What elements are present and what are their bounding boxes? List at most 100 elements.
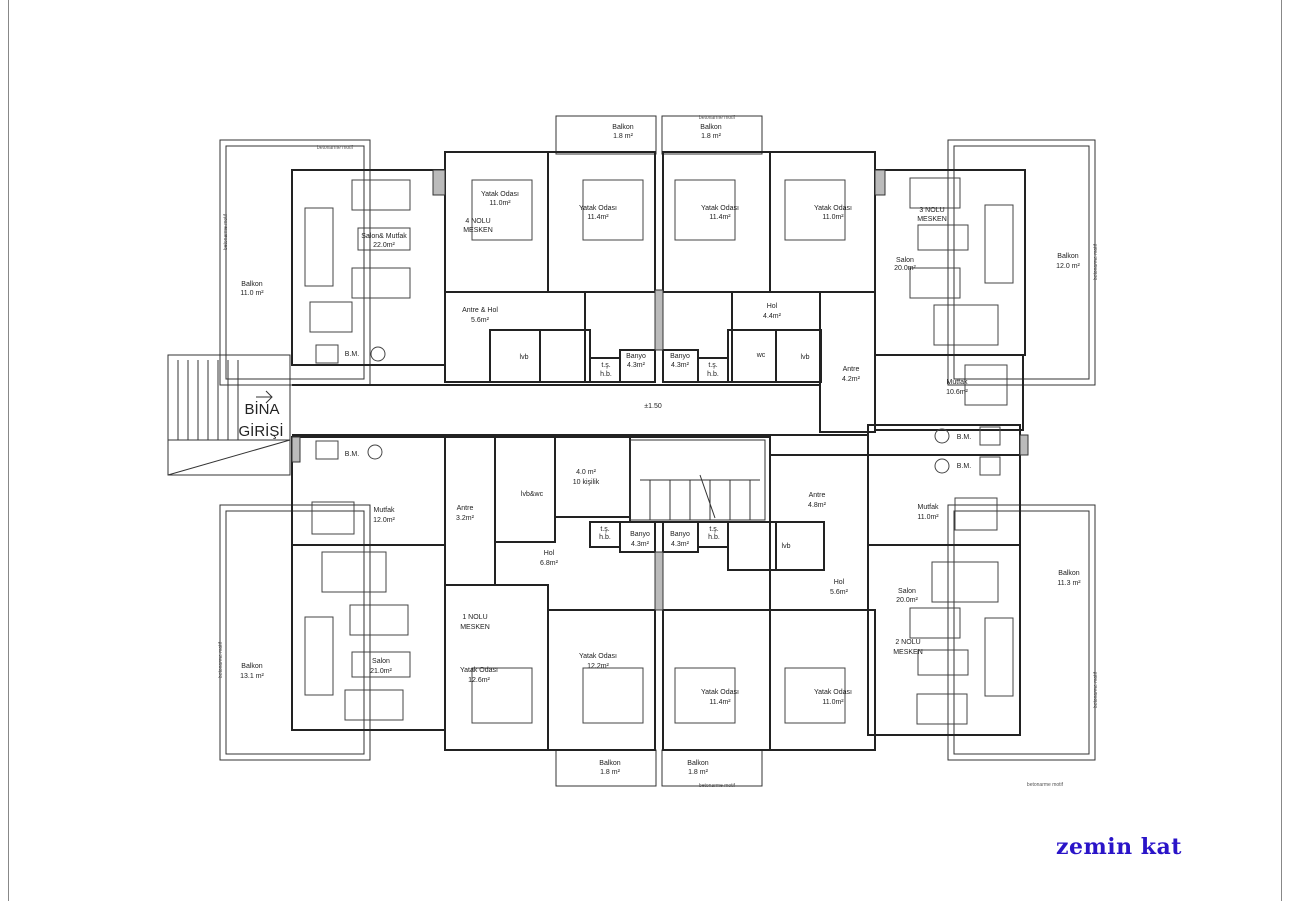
plan-shape [494,436,556,543]
balcony-small-2 [661,115,763,155]
room-label: h.b. [600,371,612,378]
room-label: t.ş. [600,526,609,533]
plan-shape [619,349,656,383]
plan-shape [225,510,365,755]
plan-shape [444,291,586,383]
room-label: 10.6m² [946,389,968,396]
plan-shape [934,428,950,444]
room-label: 11.3 m² [1057,580,1081,587]
motif-label: betonarme motif [1027,782,1064,788]
room-label: Banyo [630,531,650,538]
balcony-small-3 [555,749,657,787]
plan-shape [167,354,291,476]
room-label: lvb [801,354,810,361]
plan-shape [344,689,404,721]
plan-shape [819,291,876,433]
plan-shape [654,551,664,611]
plan-shape [775,329,822,383]
room-label: 11.0m² [822,214,844,221]
furniture [304,177,1014,725]
plan-shape [291,544,446,731]
unit-label: 1 NOLU [462,614,487,621]
motif-label: betonarme motif [1093,671,1099,708]
room-label: 20.0m² [894,265,916,272]
room-label: 11.0m² [489,200,511,207]
plan-shape [784,667,846,724]
room-label: 4.3m² [671,362,690,369]
plan-shape [321,551,387,593]
bm-label: B.M. [957,463,971,470]
plan-shape [775,521,825,571]
room-label: 11.4m² [709,214,731,221]
room-label: Salon [898,588,916,595]
plan-shape [167,439,291,476]
room-labels: betonarme motif betonarme motif betonarm… [218,115,1099,789]
room-label: Balkon [599,760,621,767]
room-label: 4.0 m² [576,469,597,476]
unit-label: 2 NOLU [895,639,920,646]
entrance-label: BİNA [244,400,279,418]
room-label: Mutfak [373,507,395,514]
plan-shape [867,544,1021,736]
room-label: 1.8 m² [701,133,722,140]
room-label: Yatak Odası [579,653,617,660]
room-label: Banyo [626,353,646,360]
plan-shape [304,616,334,696]
plan-shape [225,145,365,380]
plan-shape [304,207,334,287]
room-label: Hol [767,303,778,310]
plan-shape [917,649,969,676]
plan-shape [582,667,644,724]
plan-shape [769,609,876,751]
room-label: 4.3m² [671,541,690,548]
room-label: Banyo [670,531,690,538]
page-frame [8,0,1282,901]
room-label: 3.2m² [456,515,475,522]
room-label: Yatak Odası [814,689,852,696]
room-label: 1.8 m² [600,769,621,776]
plan-shape [370,346,386,362]
plan-shape [727,329,777,383]
room-label: t.ş. [708,362,717,369]
room-label: 13.1 m² [240,673,264,680]
plan-shape [367,444,383,460]
plan-shape [933,304,999,346]
plan-shape [554,436,631,518]
plan-shape [769,454,869,611]
plan-shape [917,224,969,251]
plan-shape [931,561,999,603]
bm-label: B.M. [345,351,359,358]
plan-shape [654,289,664,351]
motif-label: betonarme motif [699,115,736,121]
room-label: t.ş. [601,362,610,369]
plan-shape [662,151,771,293]
room-label: Balkon [241,663,263,670]
plan-shape [699,474,716,519]
plan-shape [291,436,301,463]
room-label: Yatak Odası [579,205,617,212]
plan-shape [351,651,411,678]
room-label: 4.3m² [627,362,646,369]
room-label: MESKEN [893,649,923,656]
plan-shape [954,497,998,531]
entrance-stairs[interactable] [167,354,291,476]
room-label: MESKEN [460,624,490,631]
plan-shape [769,151,876,293]
plan-shape [1019,434,1029,456]
plan-shape [979,456,1001,476]
room-label: Salon [372,658,390,665]
core-stairs [629,439,766,521]
room-label: Banyo [670,353,690,360]
plan-shape [629,439,766,521]
room-label: wc [756,352,766,359]
room-label: Yatak Odası [460,667,498,674]
bm-label: B.M. [957,434,971,441]
floor-title: zemin kat [1056,834,1182,860]
balcony-small-4 [661,749,763,787]
room-label: lvb&wc [521,491,544,498]
bm-label: B.M. [345,451,359,458]
plan-shape [351,179,411,211]
room-label: lvb [520,354,529,361]
room-label: 5.6m² [471,317,490,324]
room-label: t.ş. [709,526,718,533]
